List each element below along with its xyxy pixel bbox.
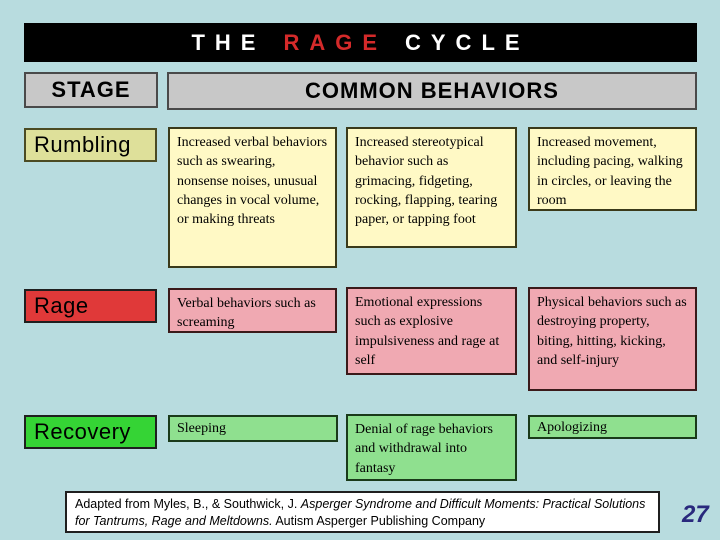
behavior-cell-rage-3: Physical behaviors such as destroying pr…: [528, 287, 697, 391]
title-word-cycle: CYCLE: [405, 29, 530, 55]
citation-publisher: Autism Asperger Publishing Company: [272, 513, 486, 528]
behavior-cell-recovery-1: Sleeping: [168, 415, 338, 442]
header-common-behaviors: COMMON BEHAVIORS: [167, 72, 697, 110]
footer-citation: Adapted from Myles, B., & Southwick, J. …: [65, 491, 660, 533]
page-number: 27: [682, 501, 709, 528]
stage-label-recovery: Recovery: [24, 415, 157, 449]
header-stage: STAGE: [24, 72, 158, 108]
title-bar: THE RAGE CYCLE: [24, 23, 697, 62]
behavior-cell-rage-2: Emotional expressions such as explosive …: [346, 287, 517, 375]
title-word-the: THE: [191, 29, 266, 55]
stage-label-rage: Rage: [24, 289, 157, 323]
citation-book-title: Asperger Syndrome and Difficult Moments:…: [75, 497, 646, 528]
behavior-cell-recovery-3: Apologizing: [528, 415, 697, 439]
behavior-cell-rumbling-2: Increased stereotypical behavior such as…: [346, 127, 517, 248]
behavior-cell-rage-1: Verbal behaviors such as screaming: [168, 288, 337, 333]
behavior-cell-recovery-2: Denial of rage behaviors and withdrawal …: [346, 414, 517, 481]
citation-authors: Adapted from Myles, B., & Southwick, J.: [75, 497, 301, 511]
behavior-cell-rumbling-1: Increased verbal behaviors such as swear…: [168, 127, 337, 268]
title-word-rage: RAGE: [283, 29, 387, 55]
stage-label-rumbling: Rumbling: [24, 128, 157, 162]
behavior-cell-rumbling-3: Increased movement, including pacing, wa…: [528, 127, 697, 211]
